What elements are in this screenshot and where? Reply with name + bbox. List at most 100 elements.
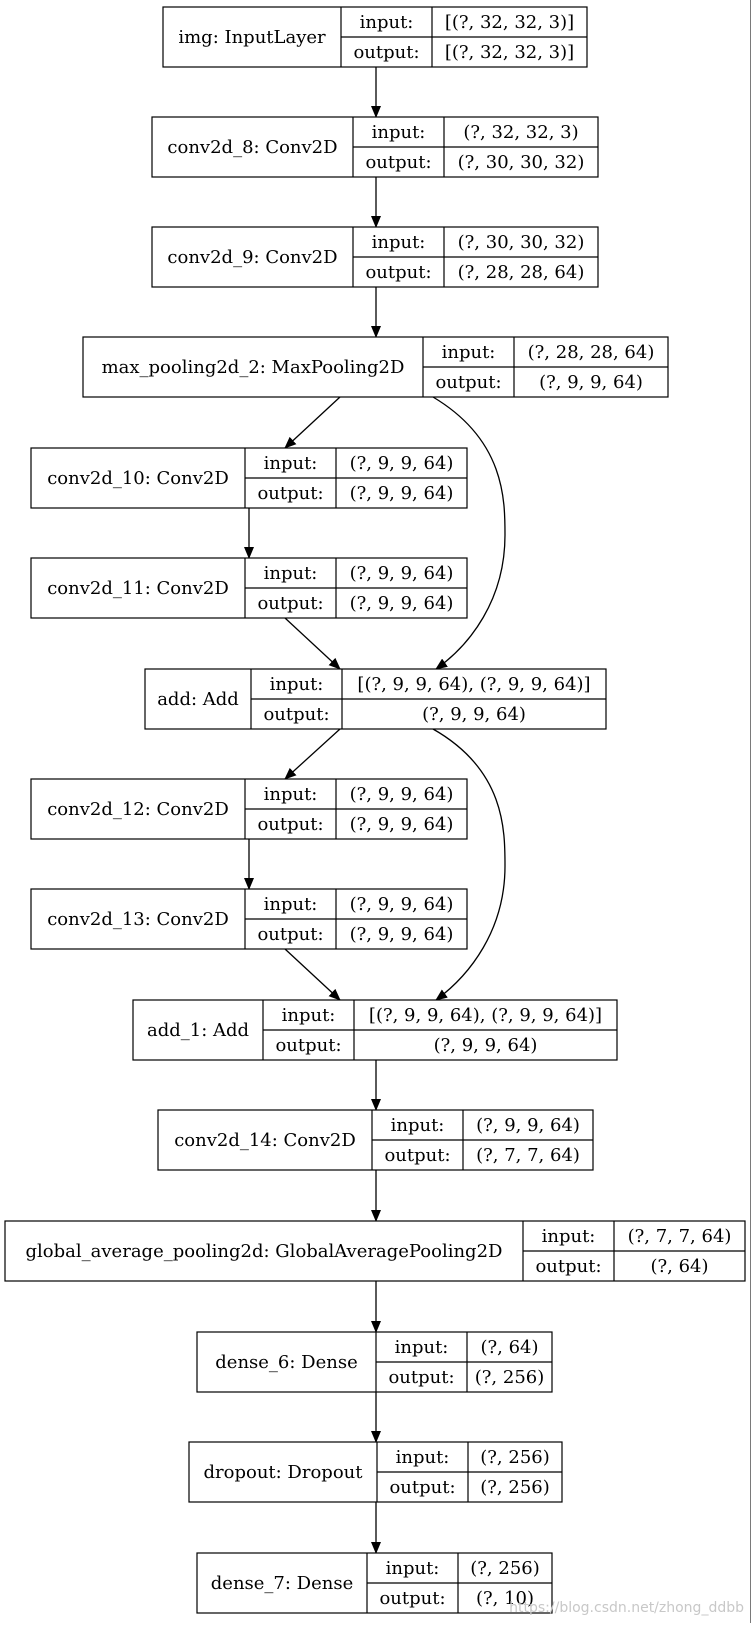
input-shape: (?, 9, 9, 64) bbox=[350, 563, 454, 584]
edge-add-to-conv2d_12 bbox=[284, 728, 341, 780]
output-port-label: output: bbox=[263, 704, 329, 725]
output-port-label: output: bbox=[257, 924, 323, 945]
output-port-label: output: bbox=[384, 1145, 450, 1166]
node-label: conv2d_8: Conv2D bbox=[167, 137, 337, 158]
output-shape: (?, 9, 9, 64) bbox=[350, 924, 454, 945]
input-port-label: input: bbox=[542, 1226, 596, 1247]
node-dense_6: dense_6: Dense input: output: (?, 64) (?, 25… bbox=[196, 1331, 553, 1393]
node-conv2d_13: conv2d_13: Conv2D input: output: (?, 9, 9, … bbox=[30, 888, 468, 950]
input-port-label: input: bbox=[264, 563, 318, 584]
input-port-label: input: bbox=[264, 784, 318, 805]
node-label: dense_7: Dense bbox=[211, 1573, 353, 1594]
input-shape: [(?, 9, 9, 64), (?, 9, 9, 64)] bbox=[369, 1005, 602, 1026]
node-conv2d_11: conv2d_11: Conv2D input: output: (?, 9, 9, … bbox=[30, 557, 468, 619]
input-shape: (?, 256) bbox=[470, 1558, 540, 1579]
output-shape: (?, 9, 9, 64) bbox=[350, 483, 454, 504]
output-port-label: output: bbox=[275, 1035, 341, 1056]
node-label: conv2d_13: Conv2D bbox=[47, 909, 229, 930]
output-shape: (?, 9, 9, 64) bbox=[350, 814, 454, 835]
node-label: add: Add bbox=[157, 689, 239, 710]
node-label: conv2d_11: Conv2D bbox=[47, 578, 229, 599]
edge-add-to-add_1 bbox=[432, 728, 506, 1001]
edge-max_pooling2d_2-to-conv2d_10 bbox=[284, 396, 341, 449]
output-shape: (?, 7, 7, 64) bbox=[476, 1145, 580, 1166]
input-shape: (?, 9, 9, 64) bbox=[350, 894, 454, 915]
output-port-label: output: bbox=[353, 42, 419, 63]
node-label: dense_6: Dense bbox=[215, 1352, 357, 1373]
input-port-label: input: bbox=[360, 12, 414, 33]
node-conv2d_9: conv2d_9: Conv2D input: output: (?, 30, 30,… bbox=[151, 226, 599, 288]
node-label: conv2d_14: Conv2D bbox=[174, 1130, 356, 1151]
node-label: conv2d_10: Conv2D bbox=[47, 468, 229, 489]
output-shape: (?, 64) bbox=[650, 1256, 708, 1277]
input-shape: (?, 7, 7, 64) bbox=[628, 1226, 732, 1247]
output-port-label: output: bbox=[535, 1256, 601, 1277]
input-port-label: input: bbox=[386, 1558, 440, 1579]
output-shape: (?, 10) bbox=[476, 1588, 534, 1609]
input-port-label: input: bbox=[395, 1337, 449, 1358]
node-dense_7: dense_7: Dense input: output: (?, 256) (?, 1… bbox=[196, 1552, 553, 1614]
output-shape: (?, 256) bbox=[475, 1367, 545, 1388]
node-add: add: Add input: output: [(?, 9, 9, 64), (?,… bbox=[144, 668, 607, 730]
input-port-label: input: bbox=[282, 1005, 336, 1026]
output-shape: (?, 9, 9, 64) bbox=[422, 704, 526, 725]
output-shape: (?, 9, 9, 64) bbox=[350, 593, 454, 614]
input-port-label: input: bbox=[264, 453, 318, 474]
output-port-label: output: bbox=[435, 372, 501, 393]
output-port-label: output: bbox=[257, 483, 323, 504]
output-port-label: output: bbox=[365, 152, 431, 173]
input-port-label: input: bbox=[396, 1447, 450, 1468]
node-label: add_1: Add bbox=[147, 1020, 249, 1041]
node-conv2d_12: conv2d_12: Conv2D input: output: (?, 9, 9, … bbox=[30, 778, 468, 840]
input-port-label: input: bbox=[372, 232, 426, 253]
input-shape: (?, 256) bbox=[480, 1447, 550, 1468]
node-img: img: InputLayer input: output: [(?, 32, 32,… bbox=[162, 6, 588, 68]
node-conv2d_8: conv2d_8: Conv2D input: output: (?, 32, 32,… bbox=[151, 116, 599, 178]
output-shape: (?, 28, 28, 64) bbox=[458, 262, 585, 283]
output-port-label: output: bbox=[257, 593, 323, 614]
output-shape: (?, 9, 9, 64) bbox=[434, 1035, 538, 1056]
node-conv2d_10: conv2d_10: Conv2D input: output: (?, 9, 9, … bbox=[30, 447, 468, 509]
output-shape: (?, 9, 9, 64) bbox=[539, 372, 643, 393]
input-shape: (?, 30, 30, 32) bbox=[458, 232, 585, 253]
output-port-label: output: bbox=[379, 1588, 445, 1609]
output-port-label: output: bbox=[388, 1367, 454, 1388]
watermark: https://blog.csdn.net/zhong_ddbb bbox=[509, 1600, 744, 1616]
nodes-layer: img: InputLayer input: output: [(?, 32, 32,… bbox=[4, 6, 746, 1614]
node-max_pooling2d_2: max_pooling2d_2: MaxPooling2D input: outpu… bbox=[82, 336, 669, 398]
input-shape: [(?, 32, 32, 3)] bbox=[445, 12, 574, 33]
input-shape: (?, 9, 9, 64) bbox=[350, 453, 454, 474]
output-port-label: output: bbox=[257, 814, 323, 835]
edge-max_pooling2d_2-to-add bbox=[432, 396, 506, 670]
edges-layer bbox=[244, 67, 506, 1554]
output-shape: (?, 30, 30, 32) bbox=[458, 152, 585, 173]
node-label: global_average_pooling2d: GlobalAverageP… bbox=[26, 1241, 503, 1262]
input-shape: (?, 9, 9, 64) bbox=[350, 784, 454, 805]
output-port-label: output: bbox=[365, 262, 431, 283]
input-port-label: input: bbox=[442, 342, 496, 363]
output-shape: (?, 256) bbox=[480, 1477, 550, 1498]
node-label: img: InputLayer bbox=[178, 27, 326, 48]
edge-conv2d_11-to-add bbox=[284, 617, 341, 670]
node-label: dropout: Dropout bbox=[204, 1462, 364, 1483]
input-shape: (?, 32, 32, 3) bbox=[463, 122, 578, 143]
input-port-label: input: bbox=[372, 122, 426, 143]
node-label: conv2d_9: Conv2D bbox=[167, 247, 337, 268]
node-label: max_pooling2d_2: MaxPooling2D bbox=[102, 357, 405, 378]
node-add_1: add_1: Add input: output: [(?, 9, 9, 64), (… bbox=[132, 999, 618, 1061]
input-port-label: input: bbox=[264, 894, 318, 915]
node-dropout: dropout: Dropout input: output: (?, 256) (?,… bbox=[188, 1441, 563, 1503]
edge-conv2d_13-to-add_1 bbox=[284, 948, 341, 1001]
input-shape: (?, 28, 28, 64) bbox=[528, 342, 655, 363]
node-label: conv2d_12: Conv2D bbox=[47, 799, 229, 820]
input-shape: (?, 64) bbox=[480, 1337, 538, 1358]
output-shape: [(?, 32, 32, 3)] bbox=[445, 42, 574, 63]
input-shape: (?, 9, 9, 64) bbox=[476, 1115, 580, 1136]
node-global_average_pooling2d: global_average_pooling2d: GlobalAverageP… bbox=[4, 1220, 746, 1282]
output-port-label: output: bbox=[389, 1477, 455, 1498]
input-shape: [(?, 9, 9, 64), (?, 9, 9, 64)] bbox=[357, 674, 590, 695]
input-port-label: input: bbox=[391, 1115, 445, 1136]
input-port-label: input: bbox=[270, 674, 324, 695]
